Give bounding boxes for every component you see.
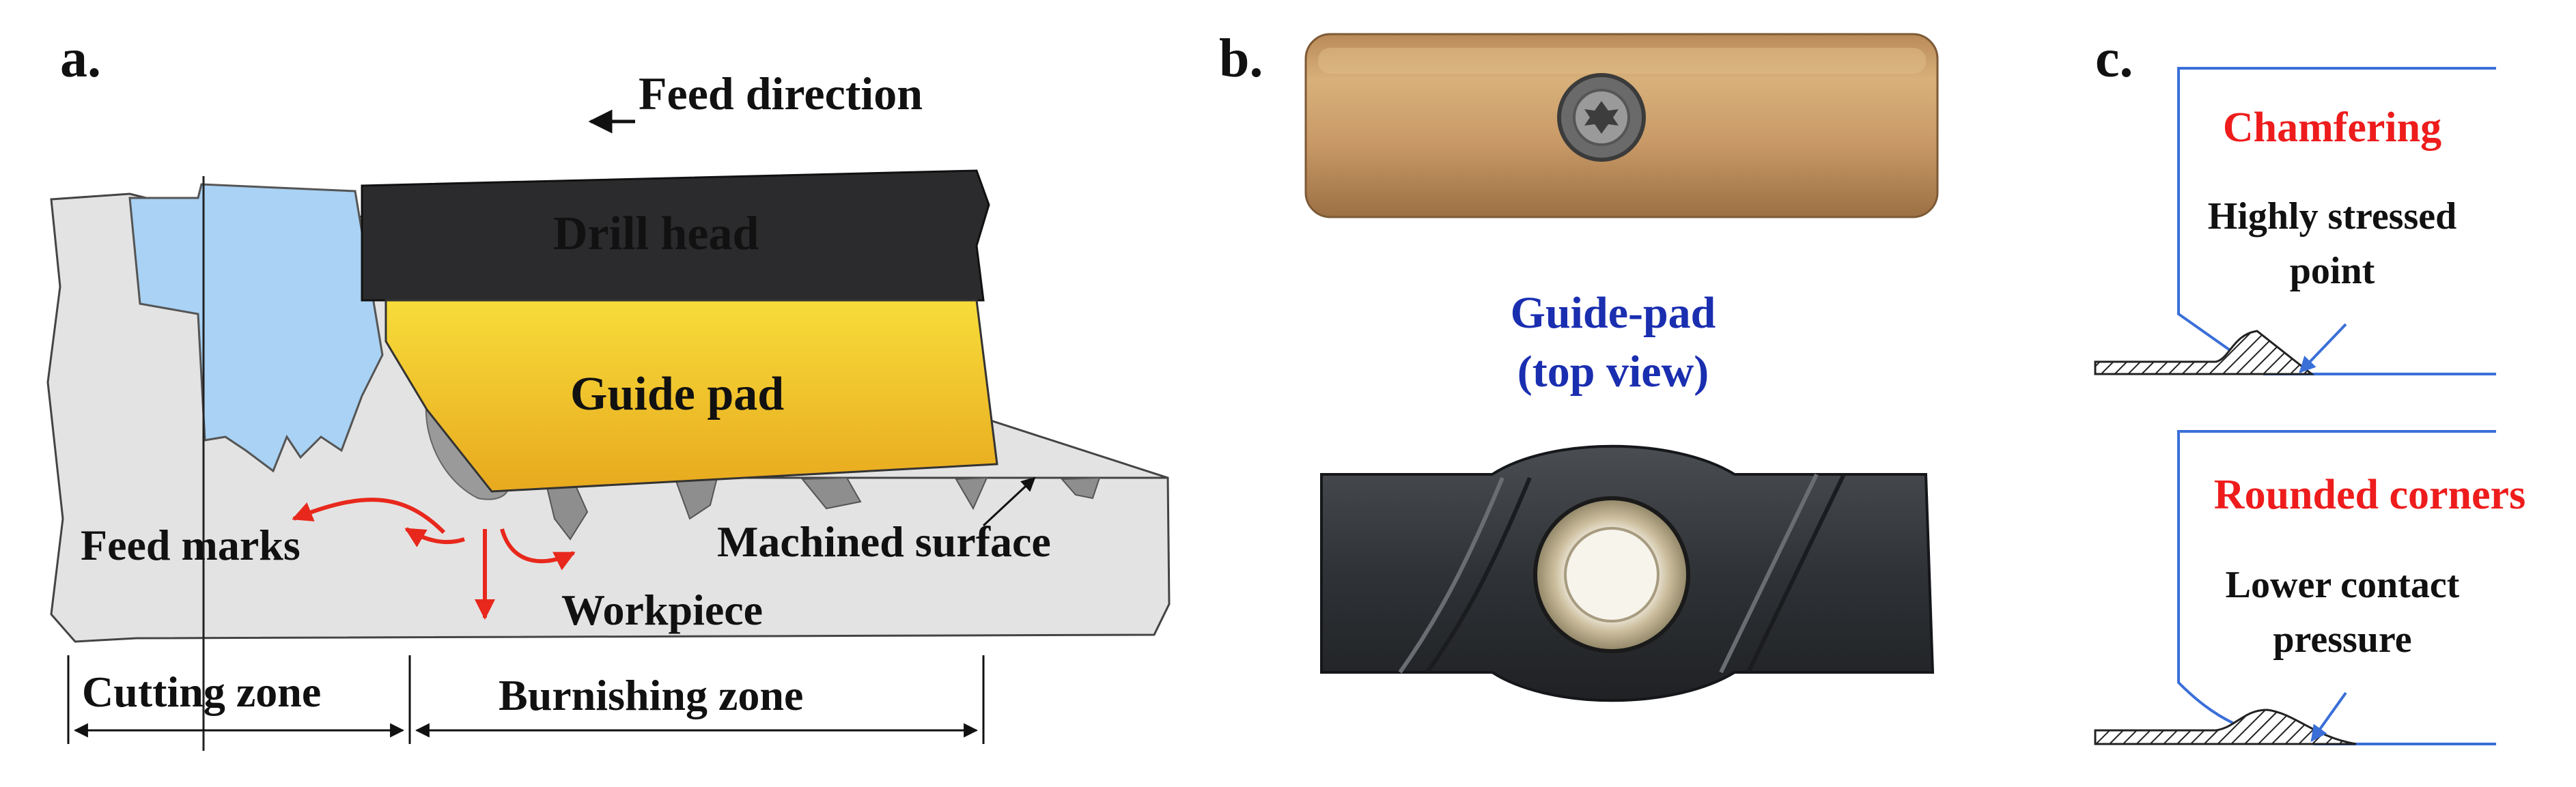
flow-arrow-left xyxy=(292,498,446,534)
guide-pad-shape xyxy=(384,299,998,493)
chamfer-hatch xyxy=(2094,330,2315,375)
torx-screw-icon xyxy=(1584,101,1619,134)
chamfer-diagram: Chamfering Highly stressed point xyxy=(2094,67,2496,375)
chamfer-tool-outline xyxy=(2177,67,2496,375)
guide-pad-caption-line2: (top view) xyxy=(1517,347,1709,397)
panel-a-label: a. xyxy=(60,29,101,89)
guide-pad-caption-line1: Guide-pad xyxy=(1511,288,1716,338)
machined-surface-pointer xyxy=(982,476,1036,527)
rounded-corners-label: Rounded corners xyxy=(2214,472,2525,518)
lower-contact-line2: pressure xyxy=(2273,618,2411,661)
flow-arrow-left-small xyxy=(404,527,465,547)
panel-b: b. Guide-pad (top view) xyxy=(1219,29,1939,702)
highly-stressed-line2: point xyxy=(2290,250,2375,292)
chip-debris-4 xyxy=(955,476,988,511)
brass-guide-pad xyxy=(1304,33,1939,218)
lower-contact-line1: Lower contact xyxy=(2226,564,2460,606)
rounded-corner-diagram: Rounded corners Lower contact pressure xyxy=(2094,430,2525,745)
chip-debris-5 xyxy=(1060,476,1101,500)
cutting-zone-label: Cutting zone xyxy=(82,668,321,716)
chamfer-pointer xyxy=(2299,323,2347,373)
rounded-pointer xyxy=(2310,691,2347,742)
highly-stressed-line1: Highly stressed xyxy=(2208,195,2457,238)
workpiece-label: Workpiece xyxy=(561,586,763,634)
rounded-hatch xyxy=(2094,709,2357,745)
feed-direction-label: Feed direction xyxy=(639,68,923,119)
panel-c-label: c. xyxy=(2095,29,2133,89)
machined-surface-label: Machined surface xyxy=(717,517,1051,566)
panel-a: a. Feed direction Drill head Guide pad F… xyxy=(46,29,1171,751)
chamfering-label: Chamfering xyxy=(2223,104,2441,151)
dark-guide-pad xyxy=(1320,444,1935,702)
flow-arrow-right xyxy=(500,528,576,571)
panel-c: c. Chamfering Highly stressed point Roun… xyxy=(2094,29,2525,745)
panel-b-label: b. xyxy=(1219,29,1263,89)
drill-head-label: Drill head xyxy=(553,208,759,260)
drill-head xyxy=(361,169,990,302)
guide-pad-label: Guide pad xyxy=(570,368,784,420)
feed-marks-label: Feed marks xyxy=(81,521,300,569)
burnishing-zone-label: Burnishing zone xyxy=(499,671,803,719)
flow-arrows xyxy=(292,498,576,620)
chip-debris-3 xyxy=(800,476,862,510)
